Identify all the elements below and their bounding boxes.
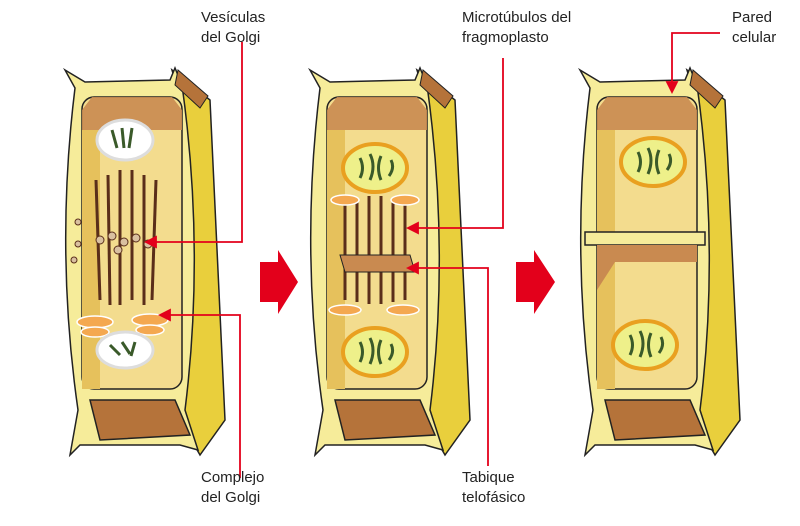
label-telophase-septum: Tabique telofásico (462, 468, 525, 508)
label-line: Pared (732, 9, 773, 26)
cell-stage-3 (579, 67, 741, 456)
golgi-vesicles (70, 218, 153, 264)
label-golgi-complex: Complejo del Golgi (201, 468, 264, 508)
label-line: Complejo (201, 469, 265, 486)
cell-plate (339, 254, 416, 273)
golgi-complex (76, 313, 169, 338)
label-line: Vesículas (201, 9, 266, 26)
new-cell-wall (584, 231, 706, 246)
label-cell-wall: Pared celular (732, 8, 776, 48)
arrow-right-icon (516, 250, 555, 314)
label-line: Microtúbulos del (462, 9, 572, 26)
label-line: del Golgi (201, 29, 261, 46)
cell-stage-2 (309, 67, 471, 456)
label-line: celular (732, 29, 777, 46)
chromosomes-top (95, 118, 155, 370)
label-line: Tabique (462, 469, 515, 486)
cell-stage-1 (64, 67, 226, 456)
label-line: telofásico (462, 489, 526, 506)
arrow-right-icon (260, 250, 298, 314)
label-golgi-vesicles: Vesículas del Golgi (201, 8, 265, 48)
pointer-lines (143, 32, 720, 478)
label-line: fragmoplasto (462, 29, 549, 46)
label-phragmoplast-microtubules: Microtúbulos del fragmoplasto (462, 8, 571, 48)
phragmoplast-microtubules (343, 196, 407, 304)
label-line: del Golgi (201, 489, 261, 506)
